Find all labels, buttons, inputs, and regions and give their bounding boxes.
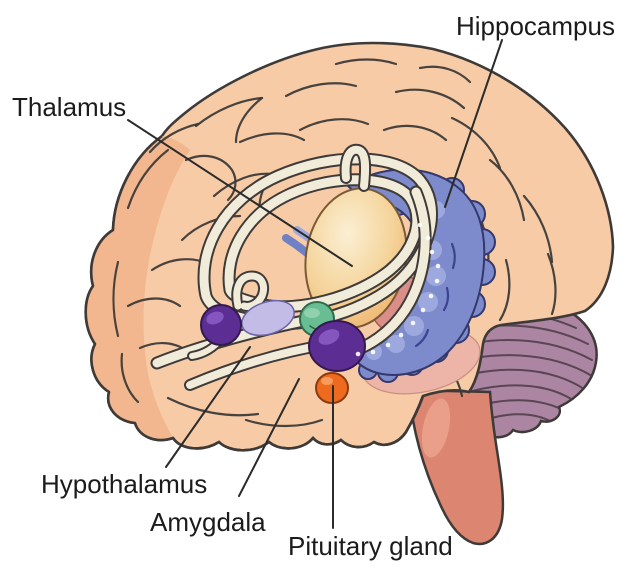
cerebrum-edge — [84, 134, 425, 452]
thalamus-leader-line — [127, 119, 353, 267]
hypothalamus-leader-line — [165, 346, 251, 468]
hippocampus-leader-line — [444, 39, 503, 208]
pituitary-gland-label: Pituitary gland — [288, 531, 453, 561]
hypothalamus-label: Hypothalamus — [41, 469, 208, 499]
pons-highlight — [421, 398, 451, 458]
amygdala-label: Amygdala — [150, 507, 266, 537]
cortex-rim-shading — [85, 136, 190, 441]
amygdala-shape — [308, 320, 366, 372]
hippocampus-label: Hippocampus — [456, 11, 615, 41]
subiculum-dots — [355, 222, 441, 357]
brainstem — [407, 388, 505, 546]
amygdala-leader-line — [238, 378, 300, 497]
hypothalamus-shape — [200, 304, 242, 346]
lavender-nucleus — [241, 299, 295, 337]
thalamus-label: Thalamus — [12, 92, 127, 122]
leader-lines — [127, 39, 503, 529]
